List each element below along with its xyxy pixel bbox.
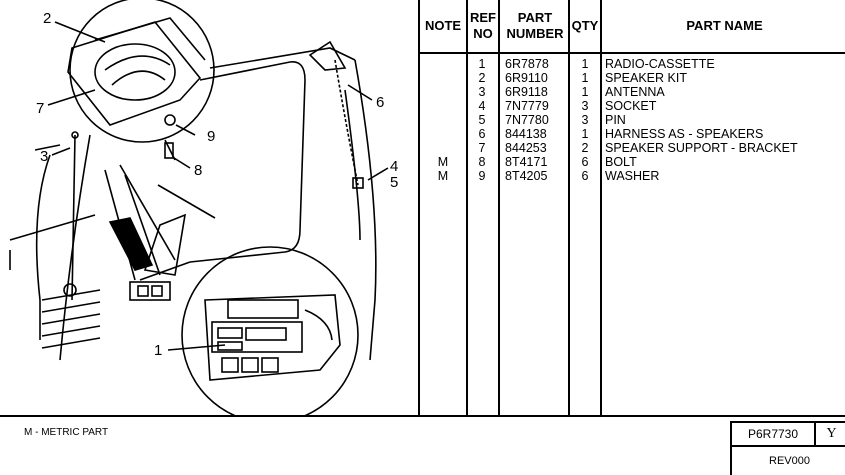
callout-8: 8	[194, 162, 203, 179]
metric-part-note: M - METRIC PART	[24, 427, 109, 438]
cell-part: 8T4205	[505, 169, 548, 183]
cab-line-drawing	[9, 0, 389, 424]
cell-ref: 7	[478, 141, 486, 155]
cell-note: M	[437, 169, 449, 183]
callout-2: 2	[43, 10, 52, 27]
cell-qty: 1	[581, 127, 589, 141]
cell-part: 6R7878	[505, 57, 549, 71]
callout-7: 7	[36, 100, 45, 117]
cell-qty: 6	[581, 155, 589, 169]
cell-name: ANTENNA	[605, 85, 665, 99]
cell-name: HARNESS AS - SPEAKERS	[605, 127, 764, 141]
cell-qty: 2	[581, 141, 589, 155]
cell-ref: 2	[478, 71, 486, 85]
callout-1: 1	[154, 342, 163, 359]
callout-6: 6	[376, 94, 385, 111]
cell-qty: 1	[581, 71, 589, 85]
cell-ref: 9	[478, 169, 486, 183]
cell-qty: 3	[581, 99, 589, 113]
column-divider	[568, 0, 570, 415]
header-divider	[420, 52, 845, 54]
cell-qty: 1	[581, 85, 589, 99]
cell-name: SPEAKER KIT	[605, 71, 687, 85]
callout-5: 5	[390, 174, 399, 191]
cell-name: WASHER	[605, 169, 660, 183]
cell-ref: 4	[478, 99, 486, 113]
header-qty: QTY	[571, 18, 599, 33]
exploded-illustration: 2 7 3 9 8 6 4 5 1	[0, 0, 418, 424]
column-divider	[600, 0, 602, 415]
cell-part: 844253	[505, 141, 547, 155]
column-divider	[466, 0, 468, 415]
cell-qty: 1	[581, 57, 589, 71]
header-part-name: PART NAME	[686, 18, 763, 33]
revision-flag: Y	[814, 421, 845, 445]
cell-part: 8T4171	[505, 155, 548, 169]
callout-9: 9	[207, 128, 216, 145]
cell-name: PIN	[605, 113, 626, 127]
cell-name: SOCKET	[605, 99, 657, 113]
header-note: NOTE	[424, 18, 462, 33]
cell-ref: 8	[478, 155, 486, 169]
cell-ref: 3	[478, 85, 486, 99]
callout-3: 3	[40, 148, 49, 165]
cell-name: RADIO-CASSETTE	[605, 57, 715, 71]
header-part-number: PART NUMBER	[506, 10, 564, 41]
cell-part: 844138	[505, 127, 547, 141]
cell-name: BOLT	[605, 155, 637, 169]
cell-part: 6R9110	[505, 71, 548, 85]
parts-list-table: NOTE REF NO PART NUMBER QTY PART NAME 1 6…	[418, 0, 845, 415]
cell-ref: 5	[478, 113, 486, 127]
page-footer: M - METRIC PART P6R7730 Y REV000	[0, 415, 845, 475]
page-part-id: P6R7730	[730, 421, 814, 445]
cell-part: 7N7780	[505, 113, 549, 127]
cell-part: 6R9118	[505, 85, 548, 99]
revision-label: REV000	[730, 445, 845, 475]
cell-note: M	[437, 155, 449, 169]
cell-qty: 6	[581, 169, 589, 183]
cell-ref: 1	[478, 57, 486, 71]
cell-part: 7N7779	[505, 99, 549, 113]
column-divider	[498, 0, 500, 415]
cell-qty: 3	[581, 113, 589, 127]
callout-4: 4	[390, 158, 399, 175]
cell-name: SPEAKER SUPPORT - BRACKET	[605, 141, 798, 155]
header-ref-no: REF NO	[470, 10, 496, 41]
cell-ref: 6	[478, 127, 486, 141]
